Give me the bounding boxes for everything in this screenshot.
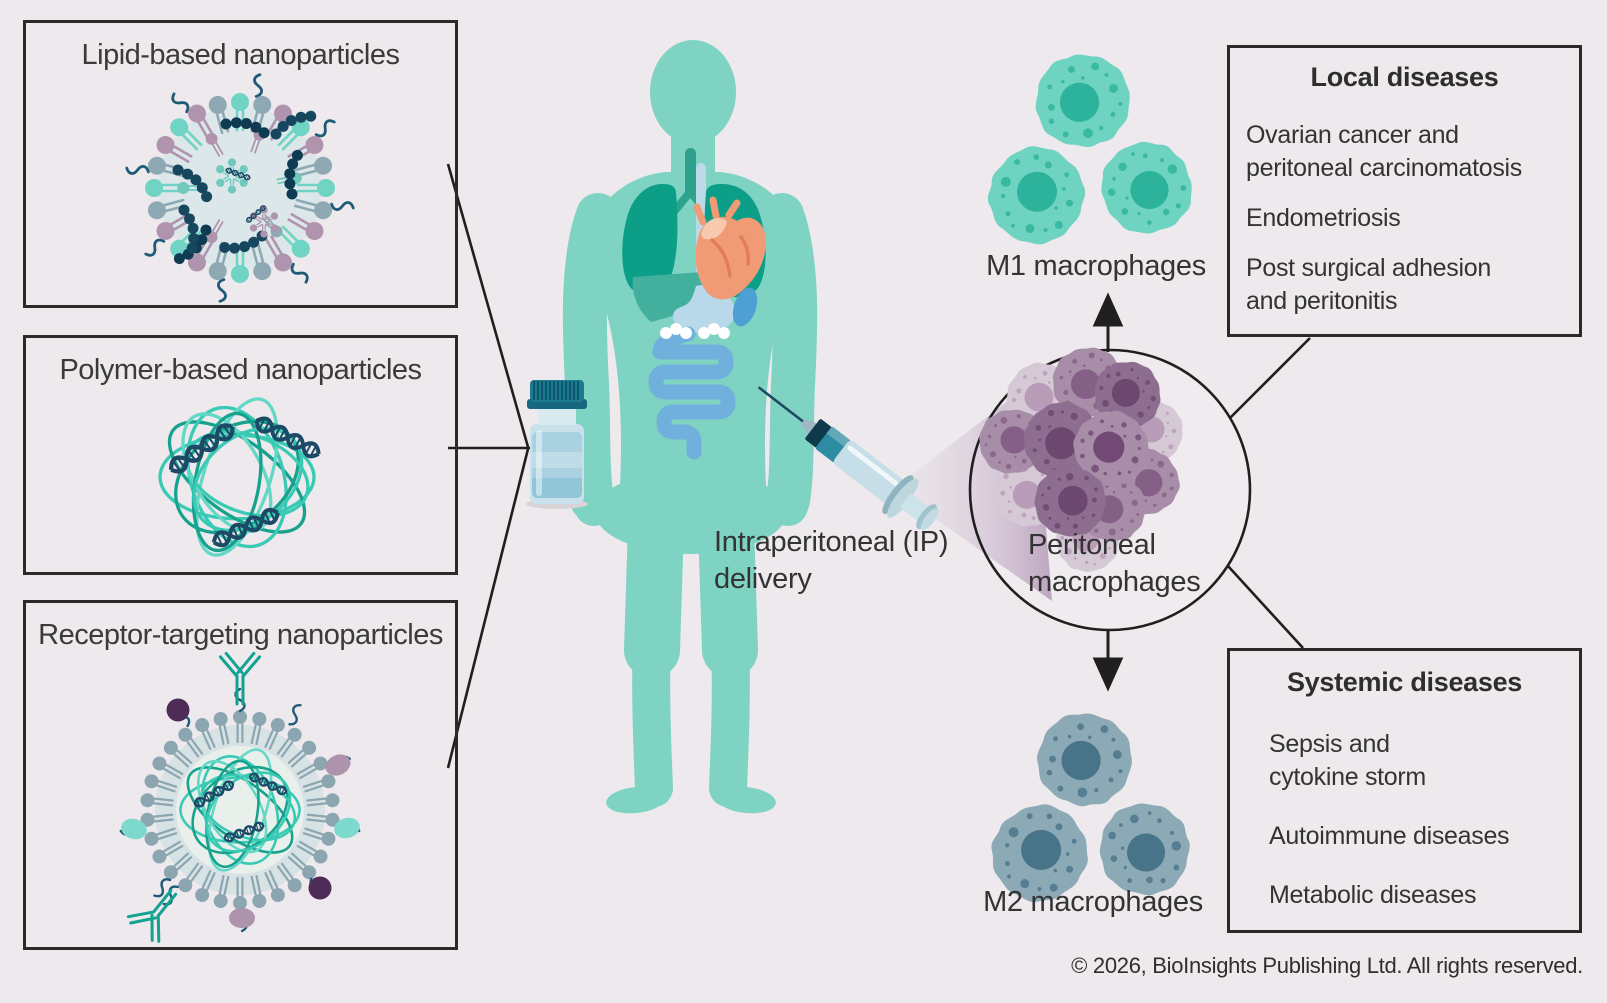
panel-to-vial-connector-lines — [446, 163, 531, 769]
panel-receptor-nanoparticles: Receptor-targeting nanoparticles — [23, 600, 458, 950]
ligand-dark-purple — [166, 698, 190, 722]
panel-title: Polymer-based nanoparticles — [59, 354, 422, 386]
m1-macrophage-cells-icon — [969, 46, 1201, 263]
copyright-notice: © 2026, BioInsights Publishing Ltd. All … — [1071, 953, 1583, 978]
circle-to-disease-connector-lines — [1227, 337, 1311, 649]
ip-delivery-label: Intraperitoneal (IP) delivery — [714, 526, 949, 595]
panel-polymer-nanoparticles: Polymer-based nanoparticles — [23, 335, 458, 575]
magnifier-circle-outline — [968, 348, 1252, 632]
peritoneal-macrophages-label: Peritoneal macrophages — [1028, 529, 1201, 598]
local-diseases-box: Local diseases Ovarian cancer and perito… — [1227, 45, 1582, 337]
m2-macrophages-label: M2 macrophages — [983, 886, 1203, 918]
ligand-mauve — [229, 908, 255, 928]
human-body-illustration — [562, 40, 818, 814]
panel-title: Receptor-targeting nanoparticles — [38, 619, 443, 651]
systemic-diseases-title: Systemic diseases — [1286, 667, 1523, 697]
arrow-to-m2 — [1092, 630, 1124, 692]
organs-illustration — [622, 148, 766, 460]
liposome-illustration — [124, 72, 356, 304]
ligand-teal — [121, 818, 147, 840]
syringe-icon — [757, 386, 939, 530]
arrow-to-m1 — [1092, 292, 1124, 352]
panel-lipid-nanoparticles: Lipid-based nanoparticles — [23, 20, 458, 308]
disease-item: Endometriosis — [1246, 204, 1401, 232]
ligand-mauve — [325, 754, 351, 776]
ligand-teal — [334, 817, 360, 839]
local-diseases-title: Local diseases — [1310, 62, 1499, 92]
systemic-diseases-box: Systemic diseases Sepsis and cytokine st… — [1227, 648, 1582, 933]
ligand-dark-purple — [308, 876, 332, 900]
medicine-vial-icon — [526, 380, 588, 509]
disease-item: Sepsis and cytokine storm — [1269, 730, 1426, 791]
heart-illustration — [693, 196, 766, 300]
disease-item: Ovarian cancer and peritoneal carcinomat… — [1246, 121, 1522, 182]
disease-item: Metabolic diseases — [1269, 881, 1477, 909]
disease-item: Autoimmune diseases — [1269, 822, 1510, 850]
panel-title: Lipid-based nanoparticles — [81, 39, 401, 71]
receptor-nanoparticle-illustration — [118, 651, 362, 946]
disease-item: Post surgical adhesion and peritonitis — [1246, 254, 1491, 315]
m1-macrophages-label: M1 macrophages — [986, 250, 1206, 282]
